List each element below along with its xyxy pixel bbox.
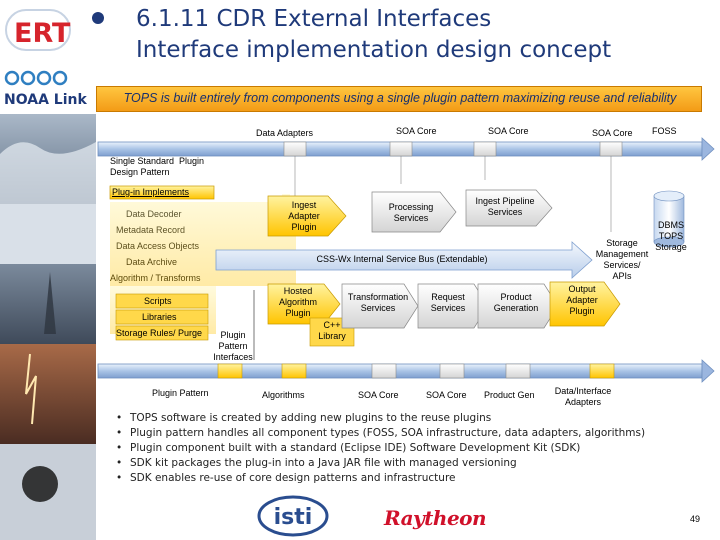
implements-item: Libraries (142, 312, 177, 323)
bullet-item: SDK kit packages the plug-in into a Java… (112, 456, 712, 471)
label-soa-core-top-2: SOA Core (488, 126, 529, 137)
implements-item: Storage Rules/ Purge (116, 328, 202, 339)
label-data-interface-adapters: Data/Interface Adapters (546, 386, 620, 408)
top-connector-lines (295, 156, 611, 232)
label-css-bus: CSS-Wx Internal Service Bus (Extendable) (302, 254, 502, 265)
top-pipe-arrow-icon (702, 138, 714, 160)
page-title-line-2: Interface implementation design concept (136, 37, 611, 63)
weather-image-strip: NOAA Link (0, 64, 96, 540)
label-plugin-pattern: Plugin Pattern (152, 388, 209, 399)
isti-logo: isti (255, 494, 331, 538)
label-hosted-algorithm-plugin: Hosted Algorithm Plugin (268, 286, 328, 319)
ert-logo-text: ERT (14, 18, 71, 49)
label-single-standard-plugin: Single Standard Plugin Design Pattern (110, 156, 204, 178)
label-storage-management-services: Storage Management Services/ APIs (586, 238, 658, 282)
bottom-soa-connectors (372, 364, 530, 378)
label-soa-core-bottom-2: SOA Core (426, 390, 467, 401)
label-ingest-pipeline-services: Ingest Pipeline Services (468, 196, 542, 218)
label-output-adapter-plugin: Output Adapter Plugin (552, 284, 612, 317)
bullet-list: TOPS software is created by adding new p… (112, 411, 712, 486)
ert-logo: ERT (4, 4, 108, 64)
isti-logo-text: isti (274, 505, 313, 530)
page-number: 49 (690, 514, 700, 524)
bottom-pipe-arrow-icon (702, 360, 714, 382)
label-soa-core-top-3: SOA Core (592, 128, 633, 139)
bullet-item: Plugin component built with a standard (… (112, 441, 712, 456)
label-plugin-implements: Plug-in Implements (112, 187, 189, 198)
label-plugin-pattern-interfaces: Plugin Pattern Interfaces (208, 330, 258, 363)
label-request-services: Request Services (418, 292, 478, 314)
banner-text: TOPS is built entirely from components u… (100, 91, 700, 105)
bullet-item: Plugin pattern handles all component typ… (112, 426, 712, 441)
noaa-link-logo: NOAA Link (4, 92, 87, 108)
label-data-adapters: Data Adapters (256, 128, 313, 139)
plugin-architecture-diagram: Data Adapters SOA Core SOA Core SOA Core… (96, 120, 720, 410)
label-foss: FOSS (652, 126, 677, 137)
bullet-item: TOPS software is created by adding new p… (112, 411, 712, 426)
raytheon-logo: Raytheon (384, 506, 486, 530)
implements-item: Scripts (144, 296, 172, 307)
label-product-gen: Product Gen (484, 390, 535, 401)
label-soa-core-bottom-1: SOA Core (358, 390, 399, 401)
label-soa-core-top-1: SOA Core (396, 126, 437, 137)
label-transformation-services: Transformation Services (346, 292, 410, 314)
page-title-line-1: 6.1.11 CDR External Interfaces (136, 6, 491, 32)
label-product-generation: Product Generation (484, 292, 548, 314)
label-ingest-adapter-plugin: Ingest Adapter Plugin (272, 200, 336, 233)
label-processing-services: Processing Services (378, 202, 444, 224)
bullet-item: SDK enables re-use of core design patter… (112, 471, 712, 486)
label-algorithms: Algorithms (262, 390, 305, 401)
